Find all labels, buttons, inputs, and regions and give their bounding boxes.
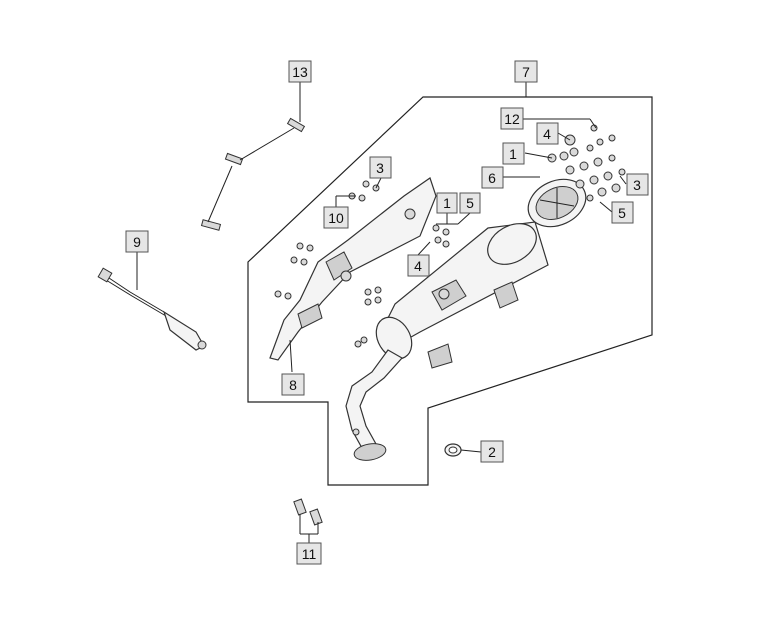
svg-text:4: 4 (414, 258, 422, 274)
assembly-outline (247, 96, 653, 486)
heat-shield (269, 177, 437, 361)
bracket-bolts (200, 117, 306, 231)
svg-text:5: 5 (618, 205, 626, 221)
hardware-top-right (547, 124, 626, 202)
svg-text:1: 1 (443, 195, 451, 211)
end-cap (527, 178, 587, 228)
callout-4b: 4 (407, 254, 430, 277)
svg-text:11: 11 (302, 546, 317, 562)
callout-13: 13 (288, 60, 312, 83)
callout-5a: 5 (459, 192, 481, 214)
callout-6: 6 (481, 166, 504, 189)
hardware-shield-bolts (274, 180, 450, 348)
callout-5b: 5 (611, 201, 634, 224)
svg-text:6: 6 (488, 170, 496, 186)
callout-7: 7 (514, 60, 538, 83)
callout-2: 2 (480, 440, 504, 463)
callout-3a: 3 (369, 156, 392, 179)
callout-1a: 1 (502, 142, 525, 165)
svg-text:1: 1 (509, 146, 517, 162)
callout-8: 8 (281, 373, 305, 396)
callout-1b: 1 (436, 192, 458, 214)
callout-3b: 3 (626, 173, 649, 196)
svg-text:3: 3 (376, 160, 384, 176)
svg-text:7: 7 (522, 64, 530, 80)
svg-text:13: 13 (292, 64, 308, 80)
callout-12: 12 (500, 107, 524, 130)
callout-11: 11 (296, 542, 322, 565)
leader-lines (136, 82, 627, 543)
svg-text:12: 12 (504, 111, 520, 127)
svg-text:4: 4 (543, 126, 551, 142)
svg-text:3: 3 (633, 177, 641, 193)
studs (293, 498, 323, 526)
callout-4a: 4 (536, 122, 559, 145)
callout-10: 10 (323, 206, 349, 229)
svg-text:2: 2 (488, 444, 496, 460)
exhaust-pipe (345, 349, 403, 461)
oxygen-sensor (97, 267, 207, 351)
svg-text:10: 10 (328, 210, 344, 226)
svg-text:8: 8 (289, 377, 297, 393)
svg-text:9: 9 (133, 234, 141, 250)
callout-9: 9 (125, 230, 149, 253)
gasket (444, 443, 462, 457)
muffler-body (375, 221, 549, 369)
svg-text:5: 5 (466, 195, 474, 211)
